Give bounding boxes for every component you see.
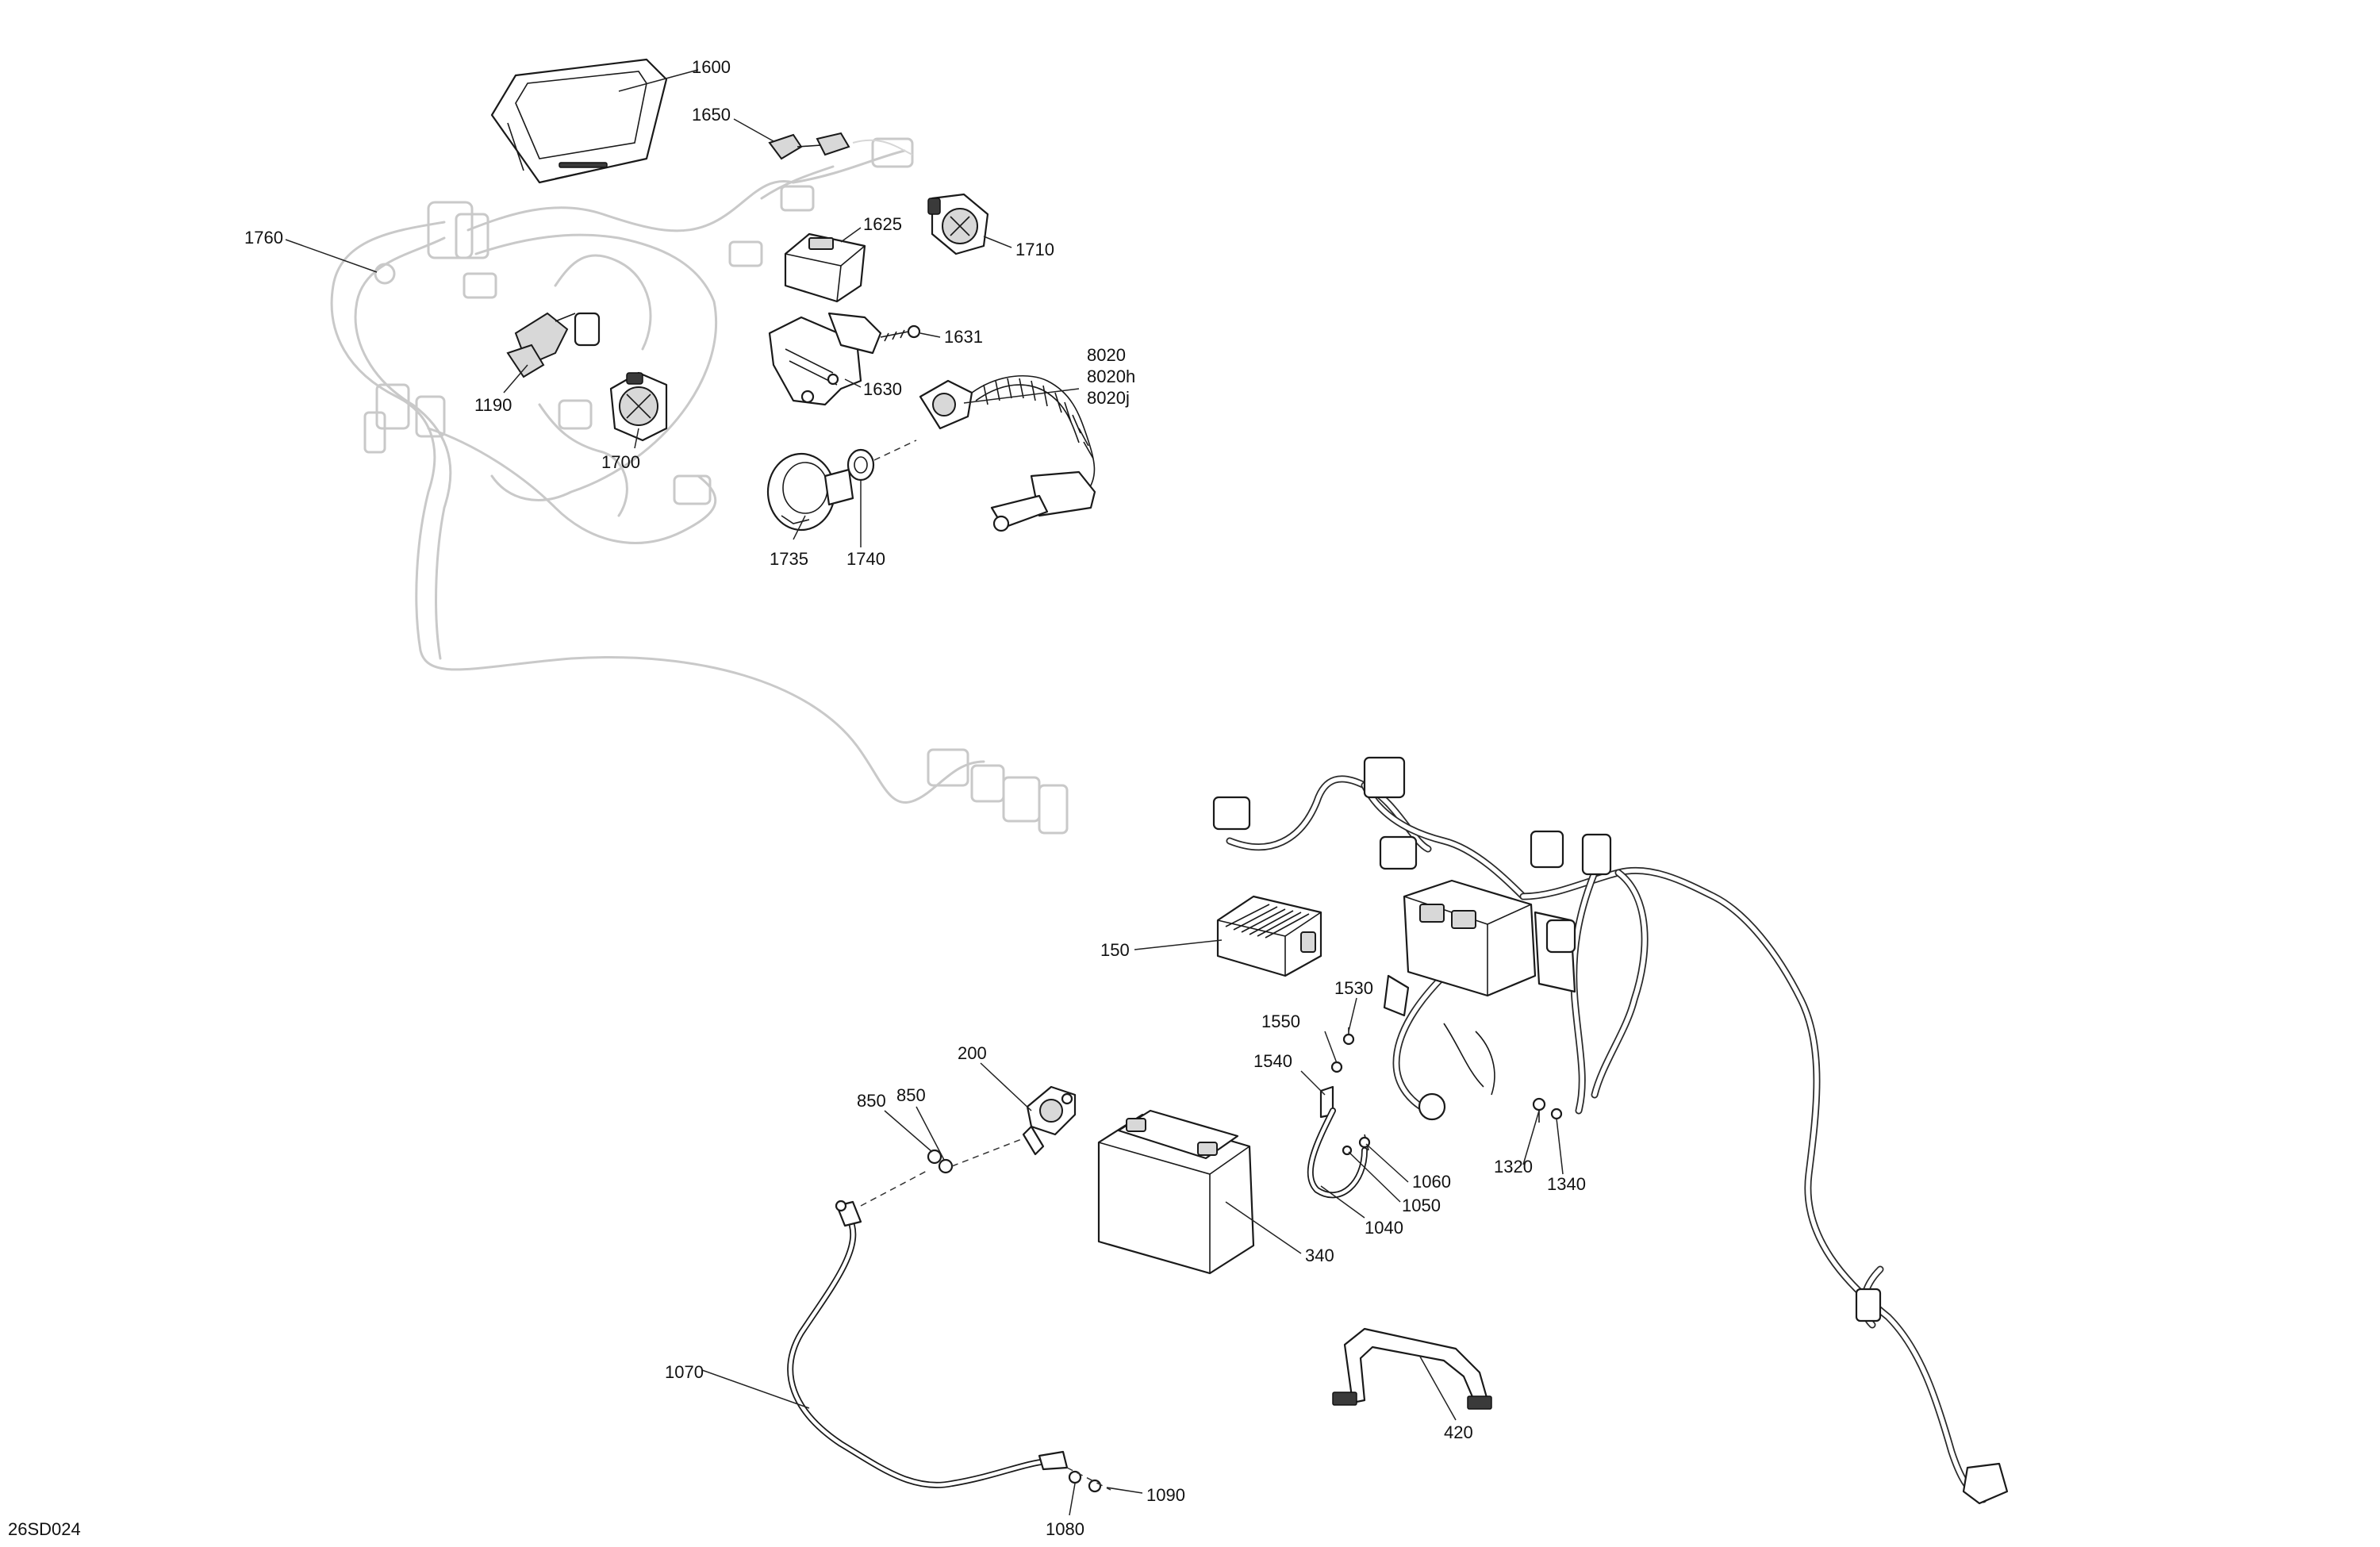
callout-1090: 1090: [1146, 1485, 1185, 1505]
callout-1340: 1340: [1547, 1174, 1586, 1194]
callout-1760: 1760: [244, 228, 283, 248]
connector-1650: [768, 132, 913, 160]
callout-8020j: 8020j: [1087, 388, 1130, 408]
screws-1320-1340: [1532, 1097, 1563, 1123]
starter-solenoid-200: [1022, 1085, 1077, 1156]
cable-1070: [787, 1169, 1111, 1493]
callout-1625: 1625: [863, 214, 902, 234]
battery-strap-420: [1332, 1327, 1492, 1410]
callout-1740: 1740: [846, 549, 885, 569]
callout-labels: 1600 1650 1760 1625 1710 1631 1630 1190 …: [244, 57, 1586, 1539]
callout-1700: 1700: [601, 452, 640, 472]
callout-1050: 1050: [1402, 1196, 1441, 1215]
callout-1650: 1650: [692, 105, 731, 125]
callout-420: 420: [1444, 1422, 1473, 1442]
switch-1710: [927, 193, 989, 255]
diagram-code: 26SD024: [8, 1519, 81, 1539]
callout-1080: 1080: [1046, 1519, 1084, 1539]
callout-8020h: 8020h: [1087, 367, 1135, 386]
callout-1070: 1070: [665, 1362, 704, 1382]
callout-1710: 1710: [1015, 240, 1054, 259]
callout-8020: 8020: [1087, 345, 1126, 365]
lower-harness: [1212, 756, 2009, 1505]
callout-1540: 1540: [1253, 1051, 1292, 1071]
callout-1040: 1040: [1365, 1218, 1403, 1238]
callout-1630: 1630: [863, 379, 902, 399]
callout-1600: 1600: [692, 57, 731, 77]
callout-1320: 1320: [1494, 1157, 1533, 1177]
lanyard-key-8020: [919, 374, 1096, 532]
connector-1190: [506, 312, 601, 378]
switch-1700: [609, 371, 668, 442]
callout-150: 150: [1100, 940, 1130, 960]
bracket-1630: [768, 312, 882, 406]
ground-hardware: [1307, 1027, 1371, 1199]
upper-harness-ghost: [330, 137, 1069, 835]
callout-850-b: 850: [896, 1085, 926, 1105]
ignition-switch-1735: [766, 452, 854, 532]
callout-200: 200: [958, 1043, 987, 1063]
callout-1530: 1530: [1334, 978, 1373, 998]
callout-1631: 1631: [944, 327, 983, 347]
battery-340: [1097, 1109, 1255, 1275]
callout-340: 340: [1305, 1246, 1334, 1265]
nuts-850: [927, 1138, 1024, 1174]
callout-1735: 1735: [770, 549, 808, 569]
nut-1740: [846, 440, 917, 482]
leader-lines: [285, 69, 1564, 1516]
callout-1190: 1190: [474, 395, 512, 415]
screw-1631: [880, 324, 921, 342]
instrument-cluster: [490, 58, 668, 184]
callout-1550: 1550: [1261, 1012, 1300, 1031]
voltage-regulator-150: [1216, 895, 1322, 977]
callout-1060: 1060: [1412, 1172, 1451, 1192]
module-1625: [784, 232, 866, 303]
callout-850-a: 850: [857, 1091, 886, 1111]
